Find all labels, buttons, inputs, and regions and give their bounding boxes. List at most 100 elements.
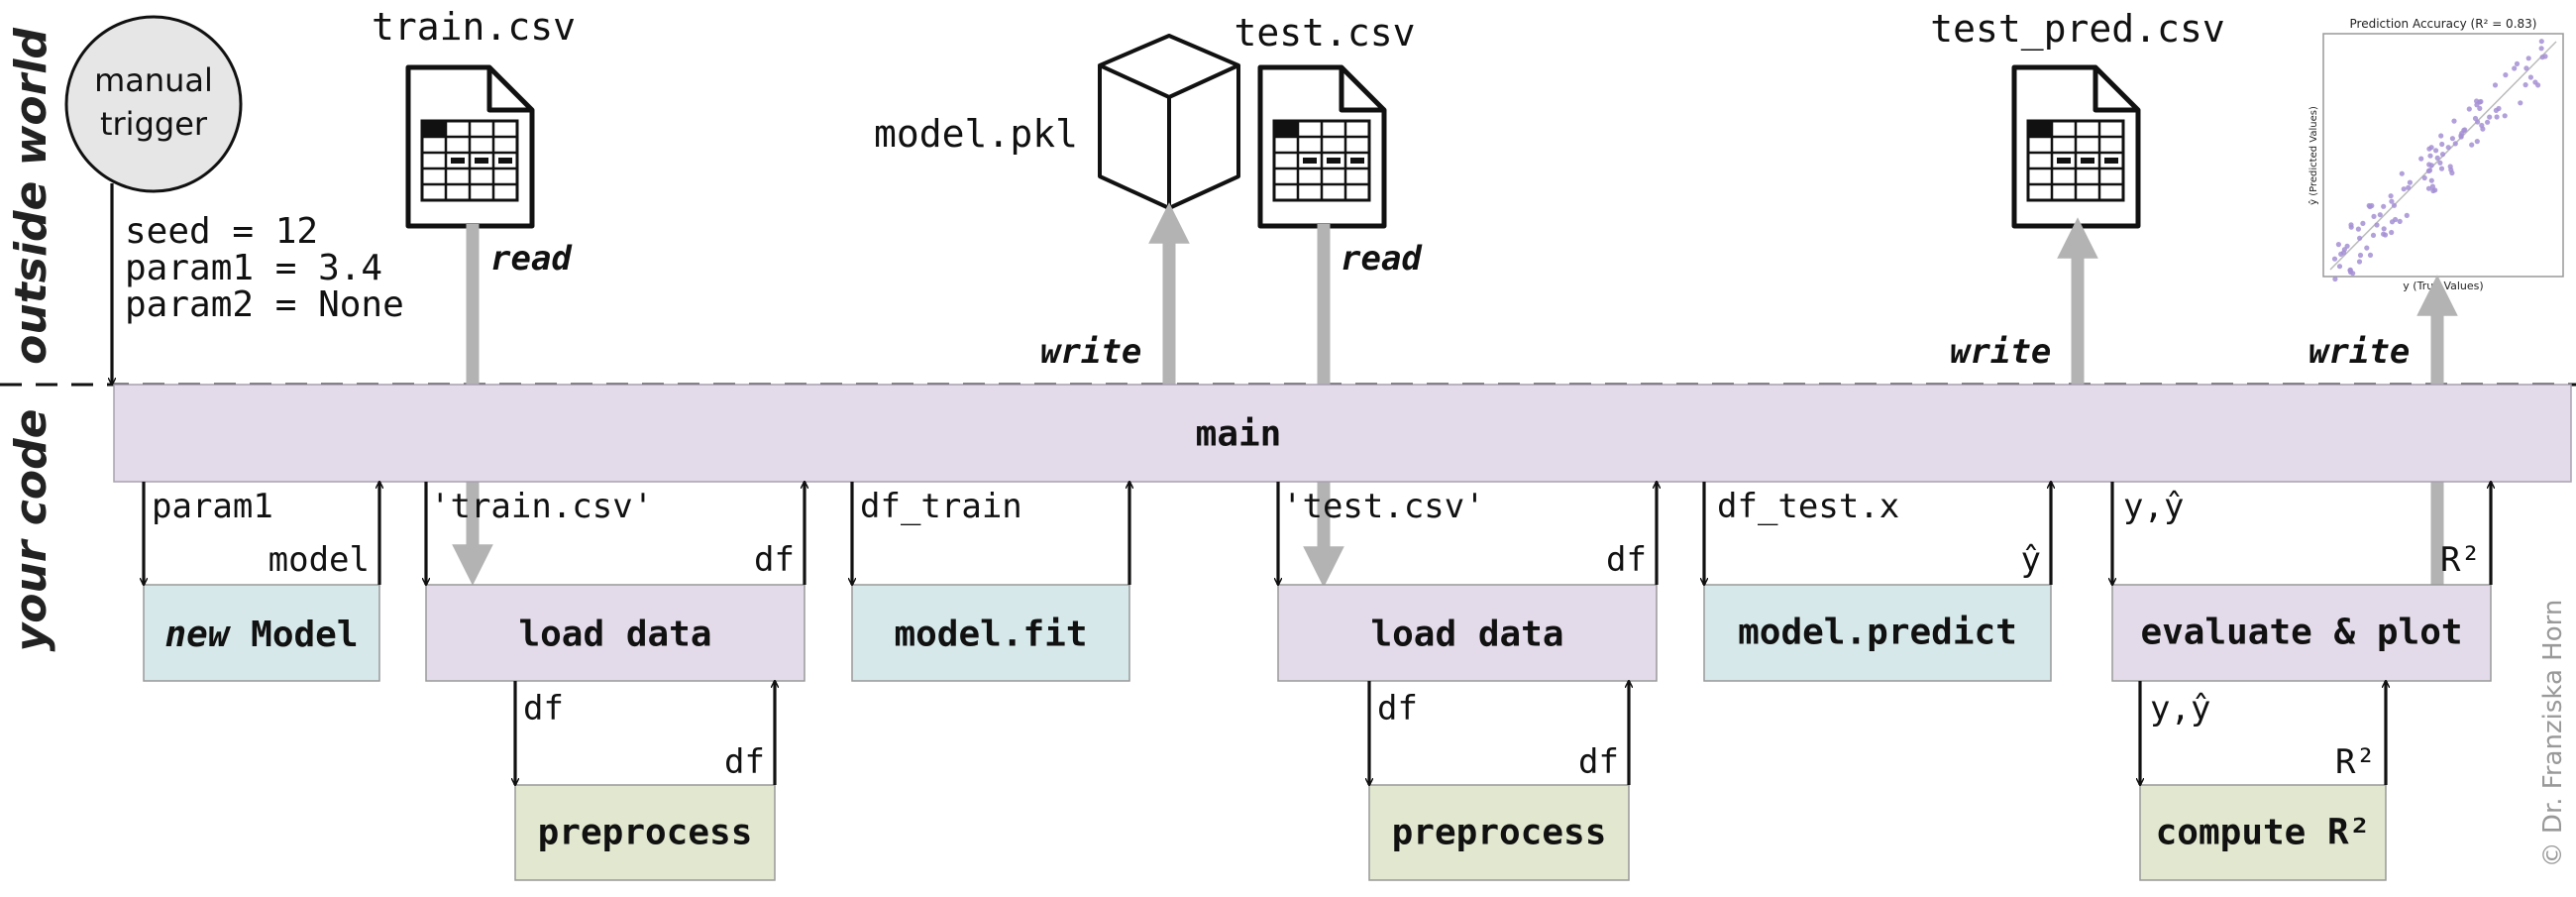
plot-point bbox=[2469, 142, 2475, 148]
plot-point bbox=[2367, 252, 2374, 258]
plot-point bbox=[2371, 213, 2377, 219]
arg-test-csv: 'test.csv' bbox=[1282, 487, 1485, 526]
csv-file-icon bbox=[2011, 64, 2141, 229]
doc-header-cell bbox=[1274, 121, 1298, 137]
ret-y-hat: ŷ bbox=[2021, 540, 2041, 580]
plot-point bbox=[2404, 212, 2410, 218]
plot-point bbox=[2348, 224, 2354, 230]
doc-data-mark bbox=[451, 158, 465, 164]
plot-point bbox=[2514, 60, 2521, 66]
load-data-train-label: load data bbox=[518, 615, 711, 655]
preprocess-train-box bbox=[514, 784, 776, 881]
plot-point bbox=[2428, 177, 2434, 183]
trigger-param-param2: param2 = None bbox=[125, 284, 404, 325]
plot-point bbox=[2391, 202, 2398, 208]
plot-point bbox=[2445, 145, 2451, 151]
doc-data-mark bbox=[475, 158, 488, 164]
plot-point bbox=[2480, 126, 2486, 132]
plot-point bbox=[2336, 264, 2343, 270]
preprocess-test-label: preprocess bbox=[1392, 813, 1607, 853]
plot-point bbox=[2335, 242, 2341, 248]
plot-title: Prediction Accuracy (R² = 0.83) bbox=[2350, 17, 2537, 31]
doc-fold bbox=[2093, 67, 2138, 113]
file-model-pkl-label: model.pkl bbox=[874, 112, 1078, 156]
plot-point bbox=[2389, 198, 2395, 204]
ret-r2: R² bbox=[2440, 540, 2481, 580]
ret-compute-r2: R² bbox=[2335, 742, 2376, 782]
plot-point bbox=[2427, 153, 2433, 159]
ret-df-train: df bbox=[754, 540, 795, 580]
plot-point bbox=[2389, 219, 2396, 225]
plot-point bbox=[2389, 229, 2395, 236]
zone-outside-label: outside world bbox=[6, 28, 56, 365]
doc-data-mark bbox=[1303, 158, 1317, 164]
manual-trigger: manual trigger bbox=[64, 15, 243, 193]
ret-pre-train: df bbox=[724, 742, 765, 782]
plot-point bbox=[2522, 82, 2528, 88]
plot-point bbox=[2426, 162, 2432, 168]
trigger-label-line2: trigger bbox=[100, 105, 208, 143]
file-train-csv-label: train.csv bbox=[372, 5, 576, 49]
model-predict-box bbox=[1703, 584, 2052, 682]
doc-header-cell bbox=[422, 121, 446, 137]
main-box bbox=[113, 384, 2572, 483]
arg-df-test-x: df_test.x bbox=[1717, 487, 1899, 526]
evaluate-plot-box bbox=[2111, 584, 2492, 682]
plot-point bbox=[2439, 141, 2445, 148]
copyright-notice: © Dr. Franziska Horn bbox=[2538, 600, 2568, 868]
plot-point bbox=[2478, 98, 2484, 105]
preprocess-train-label: preprocess bbox=[538, 813, 753, 853]
arg-y-yhat: y,ŷ bbox=[2123, 487, 2184, 526]
doc-data-mark bbox=[1327, 158, 1341, 164]
plot-point bbox=[2503, 72, 2509, 78]
arg-compute-r2: y,ŷ bbox=[2150, 689, 2210, 729]
write-pred-label: write bbox=[1950, 332, 2051, 372]
plot-point bbox=[2377, 212, 2383, 218]
plot-point bbox=[2493, 107, 2499, 113]
prediction-plot: Prediction Accuracy (R² = 0.83) ŷ (Predi… bbox=[2308, 17, 2564, 292]
doc-data-mark bbox=[498, 158, 512, 164]
ret-df-test: df bbox=[1606, 540, 1647, 580]
new-model-label: new Model bbox=[164, 615, 358, 655]
plot-point bbox=[2477, 105, 2483, 111]
plot-point bbox=[2539, 55, 2545, 60]
plot-point bbox=[2518, 100, 2523, 106]
plot-point bbox=[2458, 134, 2464, 140]
zone-code-label: your code bbox=[6, 409, 56, 652]
plot-point bbox=[2451, 118, 2457, 124]
plot-ylabel: ŷ (Predicted Values) bbox=[2308, 106, 2319, 205]
load-data-test-box bbox=[1277, 584, 1658, 682]
plot-point bbox=[2418, 156, 2424, 162]
plot-point bbox=[2485, 119, 2491, 125]
plot-point bbox=[2331, 256, 2338, 262]
csv-file-icon bbox=[405, 64, 535, 229]
plot-point bbox=[2492, 82, 2499, 88]
plot-point bbox=[2425, 168, 2431, 174]
plot-point bbox=[2341, 247, 2347, 253]
plot-point bbox=[2374, 222, 2380, 228]
arg-param1: param1 bbox=[152, 487, 273, 526]
plot-point bbox=[2360, 220, 2366, 226]
preprocess-test-box bbox=[1368, 784, 1630, 881]
plot-xlabel: y (True Values) bbox=[2403, 280, 2483, 292]
plot-point bbox=[2429, 183, 2435, 189]
doc-fold bbox=[486, 67, 532, 113]
doc-header-cell bbox=[2028, 121, 2052, 137]
trigger-label-line1: manual bbox=[94, 61, 213, 99]
plot-point bbox=[2357, 252, 2364, 259]
plot-point bbox=[2356, 259, 2363, 265]
plot-point bbox=[2425, 185, 2432, 191]
plot-point bbox=[2538, 46, 2544, 52]
new-model-box bbox=[143, 584, 380, 682]
model-fit-label: model.fit bbox=[894, 615, 1087, 655]
plot-point bbox=[2370, 232, 2377, 238]
doc-data-mark bbox=[2104, 158, 2118, 164]
plot-point bbox=[2434, 155, 2440, 161]
plot-point bbox=[2438, 133, 2444, 139]
plot-point bbox=[2449, 169, 2455, 176]
plot-point bbox=[2421, 174, 2427, 181]
ret-pre-test: df bbox=[1578, 742, 1619, 782]
main-label: main bbox=[1196, 414, 1282, 455]
plot-point bbox=[2397, 218, 2403, 224]
